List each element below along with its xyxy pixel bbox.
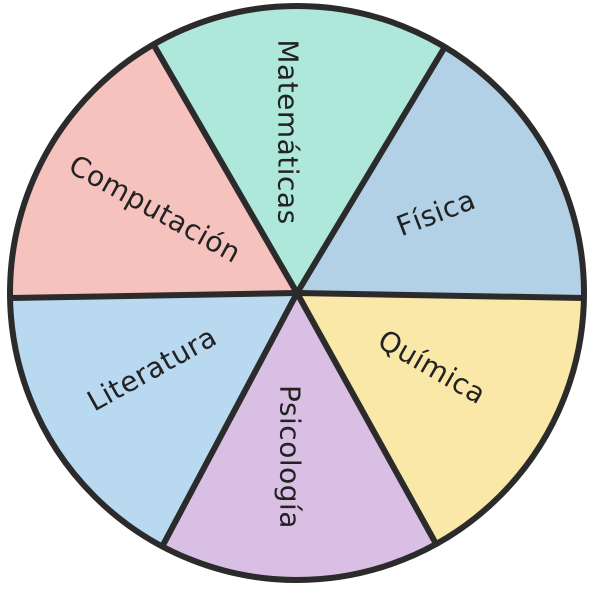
wheel-dividers	[7, 41, 587, 550]
sector-divider	[7, 290, 300, 302]
sector-computacion	[9, 44, 297, 299]
wheel-rim	[7, 3, 587, 583]
sector-divider	[294, 290, 587, 302]
sector-matematicas	[153, 5, 445, 293]
sector-psicologia	[162, 293, 437, 581]
sector-fisica	[297, 46, 585, 299]
sector-divider	[159, 290, 300, 550]
sector-divider	[150, 41, 300, 296]
sector-divider	[294, 43, 448, 296]
sector-label-matematicas: Matemáticas	[272, 39, 305, 224]
sector-literatura	[10, 293, 297, 547]
wheel-sectors	[9, 5, 585, 581]
sector-divider	[294, 290, 440, 548]
sector-label-psicologia: Psicología	[274, 385, 307, 529]
